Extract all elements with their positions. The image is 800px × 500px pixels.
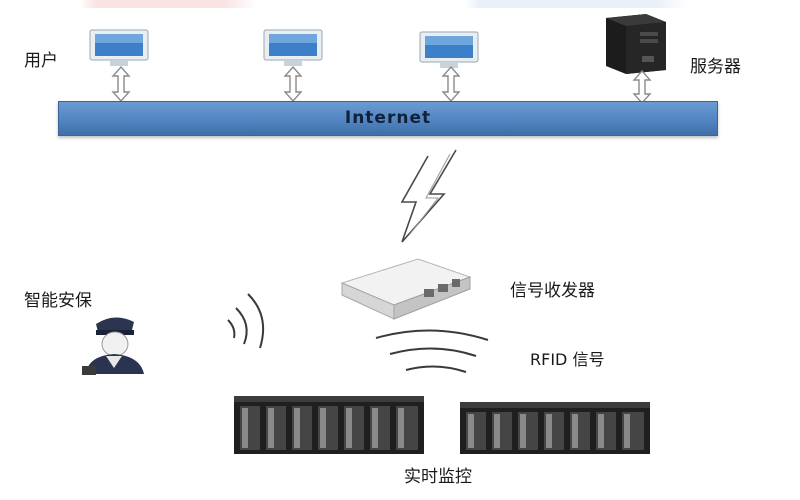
server-rack-icon	[458, 400, 654, 458]
wireless-wave-icon	[372, 324, 496, 382]
internet-bar: Internet	[58, 101, 718, 136]
monitor-label: 实时监控	[404, 462, 472, 487]
top-edge-smear	[0, 0, 800, 8]
transceiver-label: 信号收发器	[510, 276, 595, 301]
bidirectional-arrow-icon	[441, 66, 461, 102]
security-label: 智能安保	[24, 286, 92, 311]
lightning-signal-icon	[390, 148, 466, 244]
bidirectional-arrow-icon	[283, 66, 303, 102]
transceiver-icon	[332, 255, 476, 327]
computer-icon	[88, 28, 152, 68]
computer-icon	[262, 28, 326, 68]
bidirectional-arrow-icon	[111, 66, 131, 102]
user-label: 用户	[24, 46, 58, 71]
bidirectional-arrow-icon	[632, 70, 652, 104]
internet-label: Internet	[59, 108, 717, 128]
computer-icon	[418, 30, 482, 70]
rfid-label: RFID 信号	[530, 346, 604, 370]
server-tower-icon	[598, 12, 674, 74]
security-guard-icon	[76, 312, 152, 376]
wireless-wave-icon	[214, 286, 294, 350]
server-rack-icon	[232, 394, 428, 458]
server-label: 服务器	[690, 52, 741, 77]
